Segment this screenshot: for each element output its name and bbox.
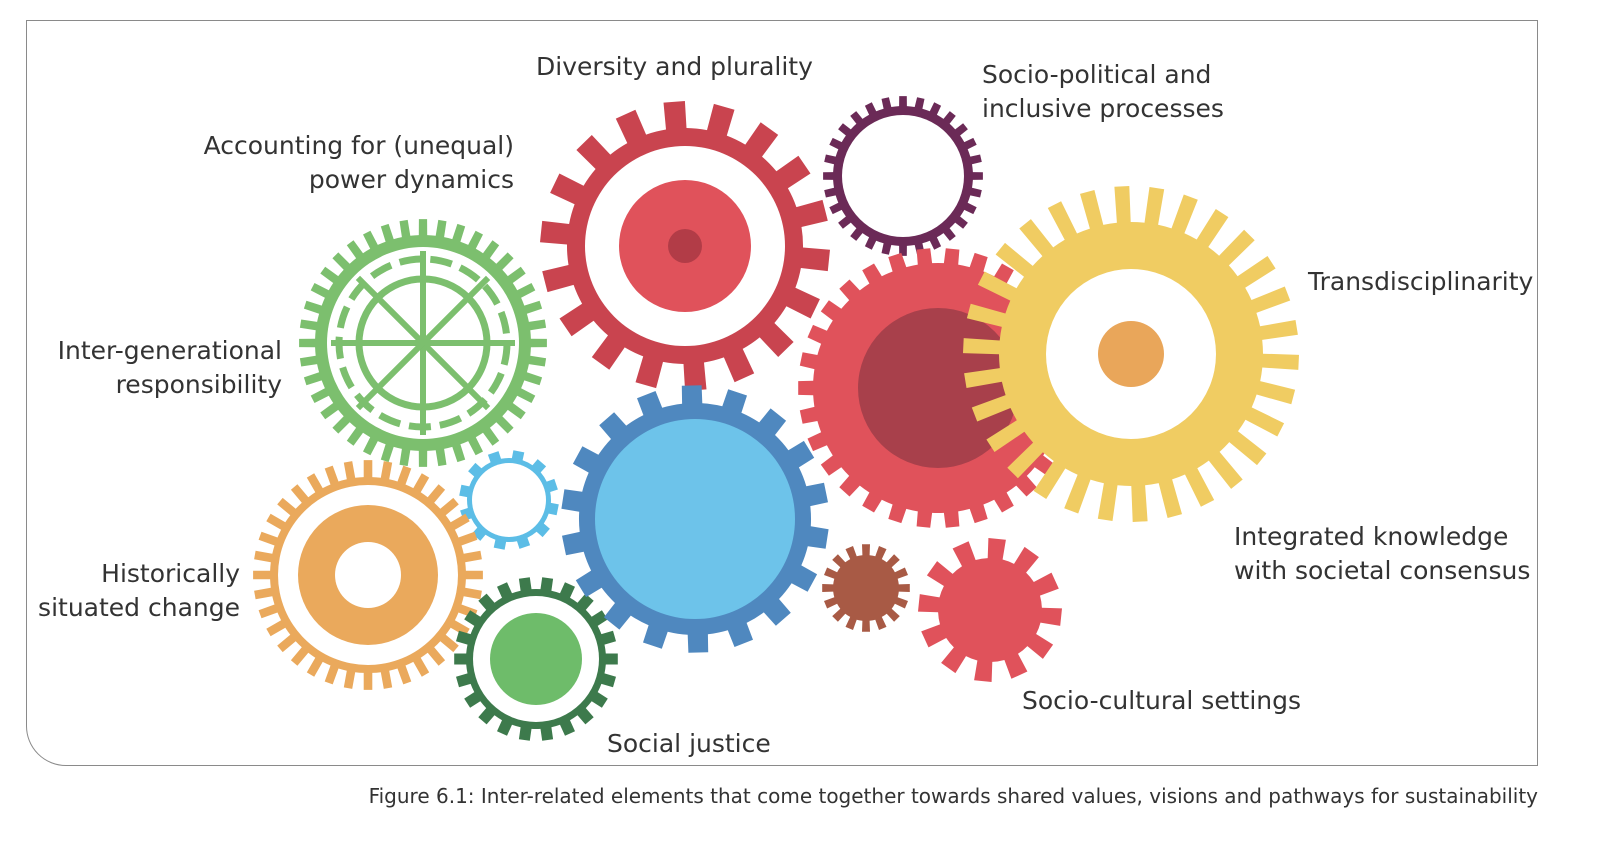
label-sociocultural-line: Socio-cultural settings [1022, 686, 1302, 715]
label-diversity: Diversity and plurality [536, 50, 813, 84]
wheel-spoke [355, 340, 426, 411]
label-sociopolitical-line-2: inclusive processes [982, 94, 1224, 123]
gear-sociocultural [918, 538, 1062, 682]
gear-diversity-axle [668, 229, 702, 263]
gear-intergenerational [299, 219, 547, 467]
gear-intergenerational-spokes [331, 251, 515, 435]
gear-transdisciplinarity [963, 186, 1299, 522]
label-integrated-line-1: Integrated knowledge [1234, 522, 1509, 551]
gear-brown-teeth [822, 544, 910, 632]
label-diversity-line: Diversity and plurality [536, 52, 813, 81]
gear-sociocultural-teeth [918, 538, 1062, 682]
label-socialjustice-line: Social justice [607, 729, 771, 758]
label-historical: Historically situated change [38, 557, 240, 625]
label-transdisciplinarity: Transdisciplinarity [1308, 265, 1533, 299]
gear-brown [822, 544, 910, 632]
label-historical-line-1: Historically [101, 559, 240, 588]
label-historical-line-2: situated change [38, 593, 240, 622]
gear-diversity [540, 101, 830, 391]
label-power-line-2: power dynamics [308, 165, 514, 194]
gear-socialjustice [454, 577, 618, 741]
label-intergenerational-line-1: Inter-generational [57, 336, 282, 365]
label-intergenerational-line-2: responsibility [115, 370, 282, 399]
label-intergenerational: Inter-generational responsibility [58, 334, 282, 402]
wheel-spoke [420, 275, 491, 346]
label-socialjustice: Social justice [607, 727, 771, 761]
gear-blue-hub [595, 419, 795, 619]
gear-blue [561, 385, 829, 653]
gear-sociopolitical [823, 96, 983, 256]
label-power-line-1: Accounting for (unequal) [203, 131, 514, 160]
gear-transdisciplinarity-axle [1098, 321, 1164, 387]
wheel-spoke [420, 340, 491, 411]
wheel-spoke [355, 275, 426, 346]
gear-lightblue [459, 450, 559, 550]
label-sociocultural: Socio-cultural settings [1022, 684, 1301, 718]
label-power: Accounting for (unequal) power dynamics [204, 129, 514, 197]
label-integrated: Integrated knowledge with societal conse… [1234, 520, 1530, 588]
gear-socialjustice-hub [490, 613, 582, 705]
label-sociopolitical-line-1: Socio-political and [982, 60, 1212, 89]
label-integrated-line-2: with societal consensus [1234, 556, 1531, 585]
figure-frame [26, 20, 1538, 766]
label-transdisciplinarity-line: Transdisciplinarity [1308, 267, 1534, 296]
gear-historical [253, 460, 483, 690]
label-sociopolitical: Socio-political and inclusive processes [982, 58, 1224, 126]
figure-caption: Figure 6.1: Inter-related elements that … [368, 784, 1538, 808]
